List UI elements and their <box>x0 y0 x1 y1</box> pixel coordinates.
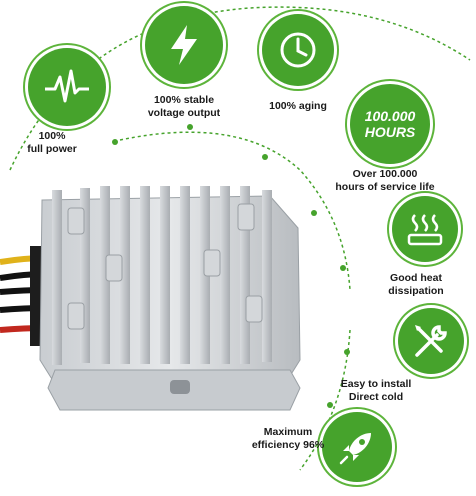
wires <box>0 246 46 346</box>
hours-badge: 100.000 HOURS <box>350 84 430 164</box>
feature-label: 100% <box>38 130 66 142</box>
arc-dot <box>187 124 193 130</box>
feature-label: Easy to install <box>340 378 412 390</box>
clock-icon <box>262 14 334 86</box>
arc-dot <box>262 154 268 160</box>
screw-posts <box>67 203 263 330</box>
wrench-screwdriver-icon <box>398 308 464 374</box>
hours-unit: HOURS <box>364 124 416 140</box>
arc-dot <box>112 139 118 145</box>
feature-label: efficiency 96% <box>251 439 325 451</box>
feature-label: hours of service life <box>335 181 435 193</box>
inner-arc <box>119 131 351 291</box>
arc-dot <box>311 210 317 216</box>
feature-label: Direct cold <box>348 391 404 403</box>
heartbeat-icon <box>28 48 106 126</box>
rocket-icon <box>322 412 392 482</box>
feature-label: full power <box>27 143 77 155</box>
feature-label: Good heat <box>390 272 442 284</box>
arc-dot <box>344 349 350 355</box>
arc-dot <box>327 402 333 408</box>
lightning-icon <box>145 6 223 84</box>
heat-dissipation-icon <box>392 196 458 262</box>
feature-label: voltage output <box>147 107 221 119</box>
feature-label: Maximum <box>263 426 313 438</box>
feature-label: 100% stable <box>153 94 215 106</box>
inner-arc-lower <box>299 329 351 471</box>
feature-label: 100% aging <box>269 100 327 112</box>
feature-label: dissipation <box>388 285 444 297</box>
arc-dot <box>340 265 346 271</box>
hours-number: 100.000 <box>364 108 416 124</box>
feature-label: Over 100.000 <box>352 168 418 180</box>
